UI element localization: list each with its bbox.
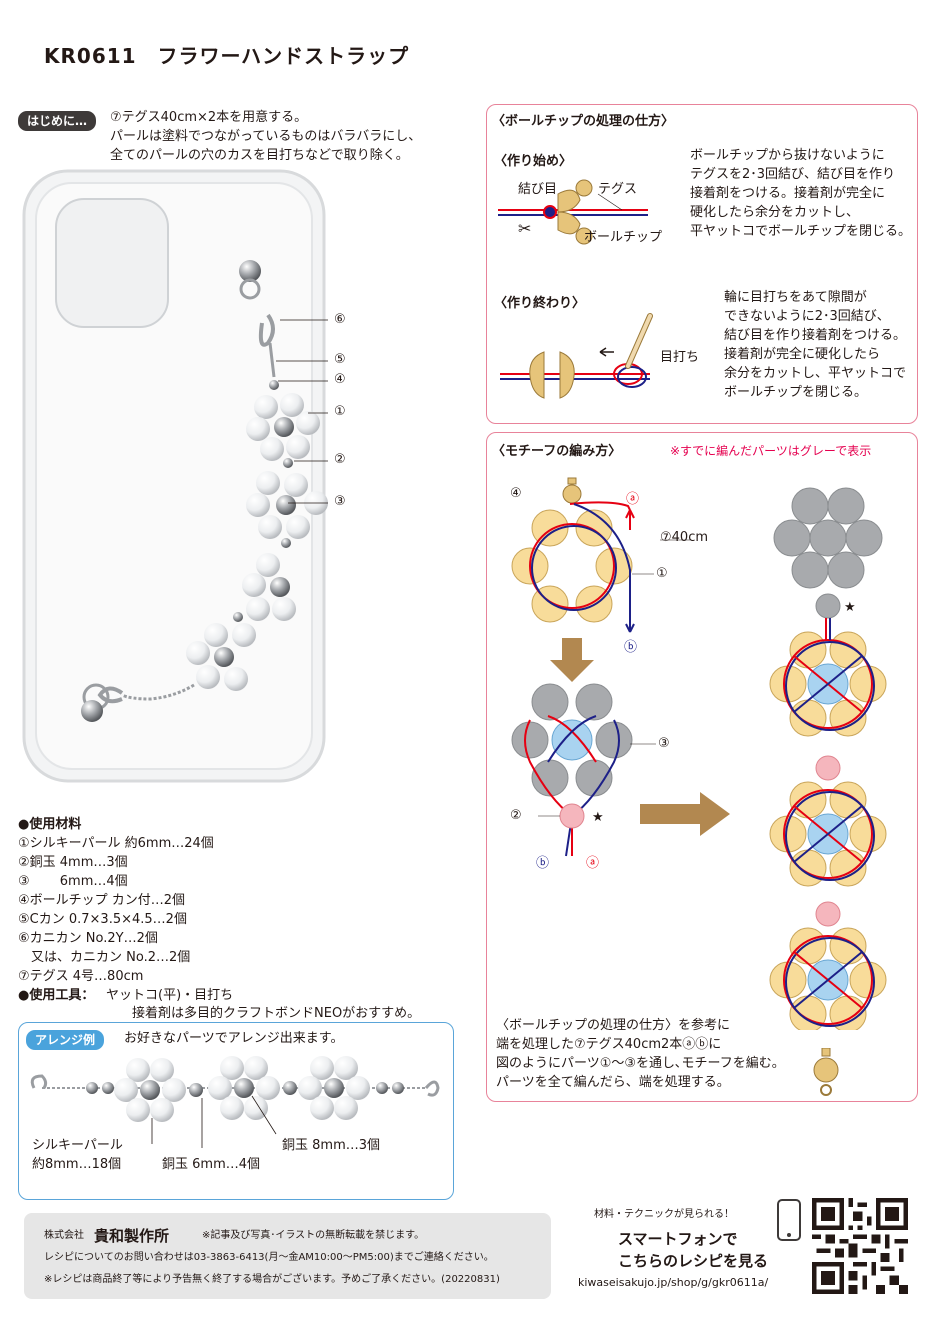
footer bbox=[24, 1213, 551, 1299]
motif-label-7: ⑦40cm bbox=[660, 530, 709, 545]
ballchip-end-line: ボールチップを閉じる。 bbox=[724, 385, 868, 400]
materials-list: ①シルキーパール 約6mm…24個 ②銅玉 4mm…3個 ③ 6mm…4個 ④ボ… bbox=[18, 834, 214, 986]
ballchip-end-line: 接着剤が完全に硬化したら bbox=[724, 347, 881, 362]
ballchip-end-text: 輪に目打ちをあて隙間が できないように2･3回結び、 結び目を作り接着剤をつける… bbox=[724, 288, 906, 402]
label-knot: 結び目 bbox=[518, 182, 558, 197]
ballchip-start-line: 平ヤットコでボールチップを閉じる。 bbox=[690, 224, 912, 239]
intro-line-3: 全てのパールの穴のカスを目打ちなどで取り除く。 bbox=[110, 148, 409, 163]
tools-note: 接着剤は多目的クラフトボンドNEOがおすすめ。 bbox=[132, 1006, 421, 1021]
motif-note: ※すでに編んだパーツはグレーで表示 bbox=[670, 444, 872, 458]
ballchip-heading: 〈ボールチップの処理の仕方〉 bbox=[492, 114, 675, 129]
ballchip-end-diagram bbox=[500, 313, 653, 399]
ballchip-start-line: 硬化したら余分をカットし、 bbox=[690, 205, 860, 220]
motif-star-2: ★ bbox=[844, 600, 856, 615]
intro-line-1: ⑦テグス40cm×2本を用意する。 bbox=[110, 110, 308, 125]
svg-text:✂: ✂ bbox=[518, 219, 531, 238]
footer-notice: ※記事及び写真･イラストの無断転載を禁じます。 bbox=[202, 1230, 425, 1241]
ballchip-box bbox=[486, 104, 918, 424]
motif-instruction-line: 端を処理した⑦テグス40cm2本ⓐⓑに bbox=[496, 1037, 722, 1052]
material-item: ⑦テグス 4号…80cm bbox=[18, 969, 144, 984]
arrange-text: お好きなパーツでアレンジ出来ます。 bbox=[124, 1031, 344, 1046]
motif-label-1: ① bbox=[656, 566, 668, 581]
arrange-label-copper6: 銅玉 6mm…4個 bbox=[162, 1157, 261, 1172]
motif-label-a-bottom: ⓐ bbox=[586, 856, 600, 871]
photo-label-1: ① bbox=[334, 404, 346, 419]
motif-diagram bbox=[511, 477, 887, 1030]
ballchip-start-line: テグスを2･3回結び、結び目を作り bbox=[690, 167, 896, 182]
qr-code-icon[interactable] bbox=[812, 1198, 908, 1294]
arrange-tag: アレンジ例 bbox=[26, 1030, 105, 1050]
photo-label-2: ② bbox=[334, 452, 346, 467]
page-title: KR0611 フラワーハンドストラップ bbox=[44, 44, 410, 68]
motif-label-b-top: ⓑ bbox=[624, 640, 638, 655]
material-item: ⑥カニカン No.2Y…2個 bbox=[18, 931, 158, 946]
material-item: ③ 6mm…4個 bbox=[18, 874, 128, 889]
arrange-bracelet-photo bbox=[30, 1056, 440, 1148]
photo-label-6: ⑥ bbox=[334, 312, 346, 327]
material-item: 又は、カニカン No.2…2個 bbox=[18, 950, 191, 965]
motif-label-3: ③ bbox=[658, 736, 670, 751]
footer-company-prefix: 株式会社 bbox=[44, 1230, 84, 1241]
motif-label-2: ② bbox=[510, 808, 522, 823]
motif-instructions: 〈ボールチップの処理の仕方〉を参考に 端を処理した⑦テグス40cm2本ⓐⓑに 図… bbox=[496, 1016, 785, 1092]
motif-instruction-line: 〈ボールチップの処理の仕方〉を参考に bbox=[496, 1018, 731, 1033]
ballchip-start-heading: 〈作り始め〉 bbox=[494, 154, 573, 169]
smartphone-icon bbox=[777, 1199, 801, 1241]
intro-tag: はじめに… bbox=[18, 111, 97, 131]
pearl-strap bbox=[186, 393, 328, 691]
label-ballchip: ボールチップ bbox=[584, 230, 663, 245]
ballchip-end-heading: 〈作り終わり〉 bbox=[494, 296, 586, 311]
sp-small-text: 材料・テクニックが見られる！ bbox=[594, 1209, 734, 1220]
sp-line-2: こちらのレシピを見る bbox=[618, 1252, 769, 1270]
material-item: ⑤Cカン 0.7×3.5×4.5…2個 bbox=[18, 912, 187, 927]
ballchip-end-line: できないように2･3回結び、 bbox=[724, 309, 890, 324]
ballchip-start-diagram: ✂ bbox=[498, 179, 648, 245]
sp-line-1: スマートフォンで bbox=[618, 1230, 738, 1248]
ballchip-start-line: ボールチップから抜けないように bbox=[690, 148, 885, 163]
materials-heading: ●使用材料 bbox=[18, 817, 82, 832]
material-item: ①シルキーパール 約6mm…24個 bbox=[18, 836, 214, 851]
motif-label-b-bottom: ⓑ bbox=[536, 856, 550, 871]
arrange-label-copper8: 銅玉 8mm…3個 bbox=[282, 1138, 381, 1153]
tools-text: ヤットコ(平)・目打ち bbox=[106, 988, 234, 1003]
photo-label-3: ③ bbox=[334, 494, 346, 509]
arrange-box bbox=[18, 1022, 454, 1200]
motif-ballchip-end bbox=[813, 1048, 839, 1096]
motif-label-a-top: ⓐ bbox=[626, 492, 640, 507]
photo-label-5: ⑤ bbox=[334, 352, 346, 367]
motif-heading: 〈モチーフの編み方〉 bbox=[492, 444, 622, 459]
photo-label-4: ④ bbox=[334, 372, 346, 387]
motif-box bbox=[486, 432, 918, 1102]
footer-contact: レシピについてのお問い合わせは03-3863-6413(月〜金AM10:00〜P… bbox=[44, 1252, 494, 1263]
motif-flower bbox=[769, 631, 887, 737]
motif-star-1: ★ bbox=[592, 810, 604, 825]
tools-label: ●使用工具： bbox=[18, 988, 95, 1003]
arrange-label-pearl-2: 約8mm…18個 bbox=[32, 1157, 122, 1172]
footer-company: 貴和製作所 bbox=[94, 1227, 170, 1245]
motif-instruction-line: 図のようにパーツ①～③を通し､モチーフを編む。 bbox=[496, 1056, 785, 1071]
motif-label-4: ④ bbox=[510, 486, 522, 501]
ballchip-end-line: 結び目を作り接着剤をつける。 bbox=[724, 328, 907, 343]
footer-end-notice: ※レシピは商品終了等により予告無く終了する場合がございます。予めご了承ください。… bbox=[44, 1274, 500, 1285]
ballchip-start-line: 接着剤をつける。接着剤が完全に bbox=[690, 186, 886, 201]
arrange-label-pearl-1: シルキーパール bbox=[32, 1138, 123, 1153]
material-item: ④ボールチップ カン付…2個 bbox=[18, 893, 186, 908]
label-tegus: テグス bbox=[598, 182, 638, 197]
ballchip-start-text: ボールチップから抜けないように テグスを2･3回結び、結び目を作り 接着剤をつけ… bbox=[690, 146, 911, 241]
label-awl: 目打ち bbox=[660, 350, 700, 365]
ballchip-end-line: 輪に目打ちをあて隙間が bbox=[724, 290, 867, 305]
phone-case-photo bbox=[22, 169, 328, 783]
motif-instruction-line: パーツを全て編んだら、端を処理する。 bbox=[496, 1075, 730, 1090]
sp-url[interactable]: kiwaseisakujo.jp/shop/g/gkr0611a/ bbox=[578, 1276, 769, 1289]
ballchip-end-line: 余分をカットし、平ヤットコで bbox=[724, 366, 907, 381]
intro-line-2: パールは塗料でつながっているものはバラバラにし、 bbox=[110, 129, 422, 144]
material-item: ②銅玉 4mm…3個 bbox=[18, 855, 128, 870]
